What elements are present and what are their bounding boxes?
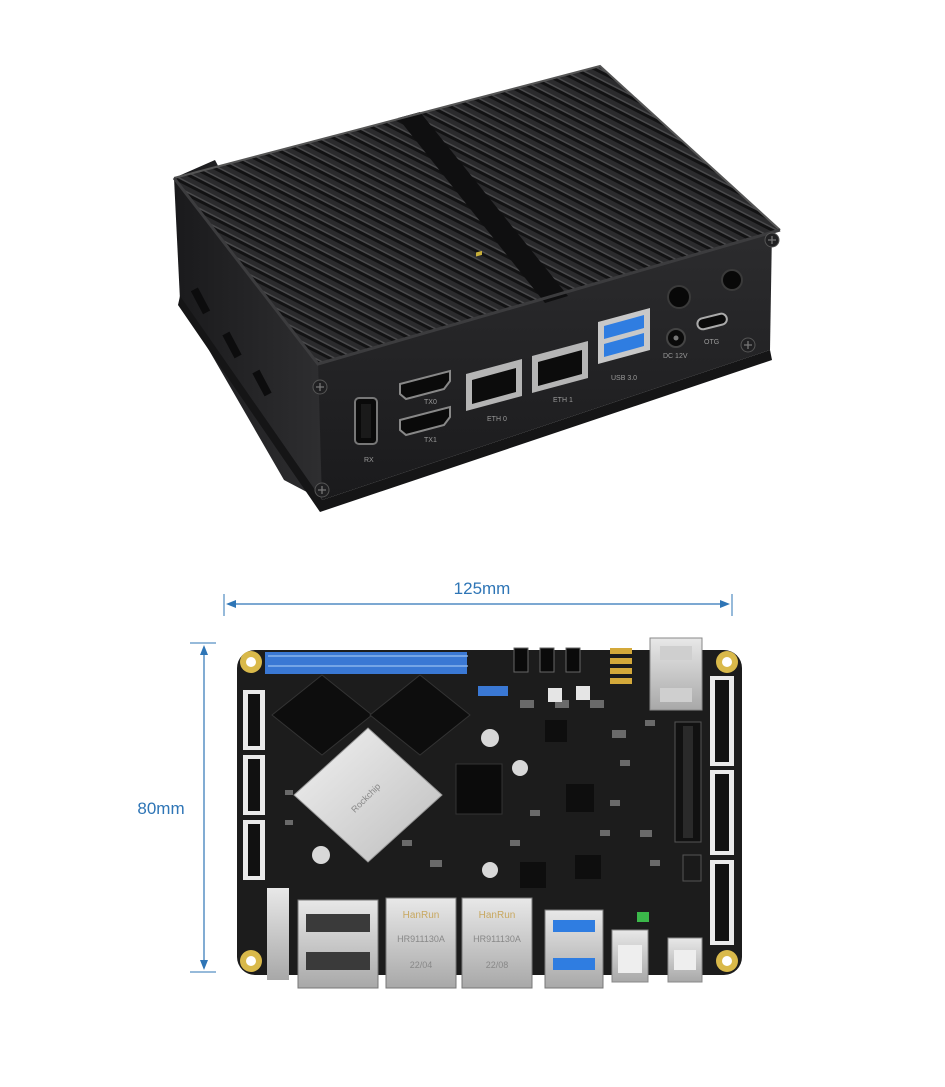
pcb-board: Rockchip [237, 637, 742, 989]
dimension-height: 80mm [137, 642, 216, 973]
enclosure-left-side [174, 160, 322, 500]
m2-standoff [682, 854, 702, 882]
blue-dip-switch [478, 686, 508, 696]
height-label: 80mm [137, 799, 184, 818]
capacitor [481, 729, 499, 747]
pmic-chip [455, 763, 503, 815]
usb3-stack-port [544, 909, 604, 989]
hdmi-stack-port [297, 899, 379, 989]
chip [575, 855, 601, 879]
usb-a-port-top [649, 637, 703, 711]
ethernet-port-0: ETH 0 [466, 250, 522, 423]
gpio-header [265, 652, 468, 674]
hdmi-rx-port: RX [354, 397, 378, 464]
capacitor [512, 760, 528, 776]
ram-chip [271, 674, 373, 756]
smd-components [285, 700, 660, 867]
port-label-tx0: TX0 [424, 399, 437, 406]
chip [520, 862, 546, 888]
rj45-jack: HanRun HR911130A 22/08 [461, 897, 533, 989]
hdmi-tx1-port: TX1 [399, 405, 451, 444]
heatsink-groove [398, 112, 568, 303]
usb-c-port [611, 929, 649, 983]
port-label-rx: RX [364, 457, 374, 464]
side-connector [267, 888, 289, 980]
mounting-hole [716, 950, 738, 972]
rj45-jack: HanRun HR911130A 22/04 [385, 897, 457, 989]
chip [545, 720, 567, 742]
usb3-port: USB 3.0 [598, 308, 650, 382]
screw-icon [740, 337, 756, 353]
ethernet-port-1: ETH 1 [532, 341, 588, 404]
capacitor [312, 846, 330, 864]
port-label-tx1: TX1 [424, 437, 437, 444]
jack-model: HR911130A [473, 934, 521, 944]
width-label: 125mm [454, 579, 511, 598]
enclosure: RX TX0 TX1 ETH 0 ETH 1 [172, 64, 781, 512]
led [637, 912, 649, 922]
sim-contacts [610, 648, 632, 684]
antenna-hole [721, 269, 743, 291]
usb-c-port [667, 937, 703, 983]
port-label-eth1: ETH 1 [553, 397, 573, 404]
port-label-eth0: ETH 0 [487, 416, 507, 423]
otg-usb-c-port: OTG [696, 312, 728, 346]
mounting-hole [716, 651, 738, 673]
mounting-hole [240, 950, 262, 972]
white-connector [576, 686, 590, 700]
chip [566, 784, 594, 812]
port-label-dc: DC 12V [663, 353, 688, 360]
screw-icon [312, 379, 328, 395]
jack-model: HR911130A [397, 934, 445, 944]
white-connector [548, 688, 562, 702]
jack-brand: HanRun [403, 910, 440, 921]
port-label-usb3: USB 3.0 [611, 375, 637, 382]
jack-date: 22/08 [486, 960, 509, 970]
mounting-hole [240, 651, 262, 673]
soc-chip: Rockchip [293, 727, 443, 863]
jack-date: 22/04 [410, 960, 433, 970]
left-side-vents [190, 287, 272, 397]
dimension-width: 125mm [223, 579, 733, 616]
antenna-hole [667, 285, 691, 309]
ram-chip [369, 674, 471, 756]
capacitor [482, 862, 498, 878]
tact-buttons [513, 647, 581, 673]
screw-icon [314, 482, 330, 498]
hdmi-tx0-port: TX0 [399, 369, 451, 406]
jack-brand: HanRun [479, 910, 516, 921]
screw-icon [764, 232, 780, 248]
port-label-otg: OTG [704, 339, 719, 346]
dc-jack: DC 12V [663, 328, 688, 360]
